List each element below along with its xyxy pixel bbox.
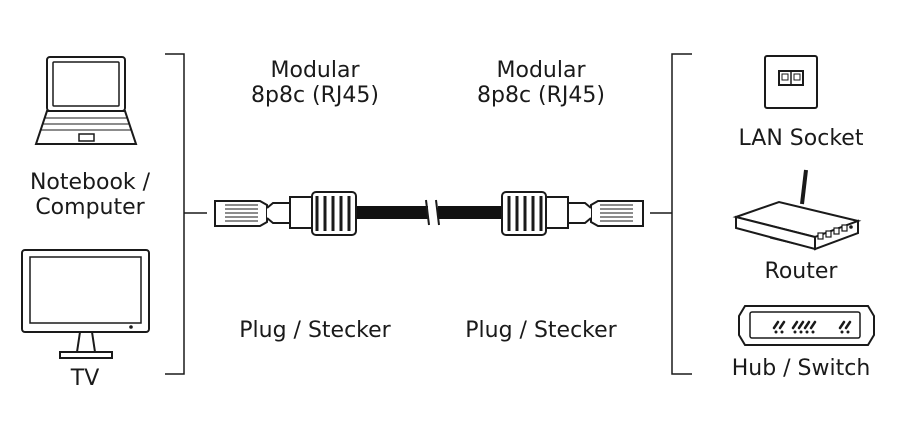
right-connector-line1: Modular xyxy=(496,58,586,83)
right-connector-type-label: Modular 8p8c (RJ45) xyxy=(456,58,626,109)
left-connector-line1: Modular xyxy=(270,58,360,83)
left-connector-line2: 8p8c (RJ45) xyxy=(251,83,379,109)
right-plug-label: Plug / Stecker xyxy=(465,318,617,343)
cable-break-mark-left xyxy=(425,199,430,226)
notebook-label-line1: Notebook / xyxy=(29,170,151,195)
cable-break-mark-right xyxy=(435,199,440,226)
left-bracket xyxy=(165,53,207,375)
lan-socket-icon xyxy=(764,55,818,109)
cable-segment-left xyxy=(356,206,428,219)
tv-label: TV xyxy=(70,366,100,391)
laptop-icon xyxy=(34,56,138,145)
left-plug-label: Plug / Stecker xyxy=(239,318,391,343)
router-icon xyxy=(732,169,862,251)
notebook-label-line2: Computer xyxy=(35,195,145,221)
hub-switch-label: Hub / Switch xyxy=(731,356,871,381)
cable-segment-right xyxy=(438,206,502,219)
right-bracket xyxy=(650,53,692,375)
hub-switch-icon xyxy=(738,305,875,346)
notebook-computer-label: Notebook / Computer xyxy=(20,170,160,221)
left-plug-icon xyxy=(214,191,357,236)
router-label: Router xyxy=(764,259,838,284)
lan-socket-label: LAN Socket xyxy=(738,126,864,151)
right-connector-line2: 8p8c (RJ45) xyxy=(477,83,605,109)
tv-icon xyxy=(21,249,150,359)
right-plug-icon xyxy=(501,191,644,236)
ethernet-cable xyxy=(356,199,502,226)
left-connector-type-label: Modular 8p8c (RJ45) xyxy=(230,58,400,109)
